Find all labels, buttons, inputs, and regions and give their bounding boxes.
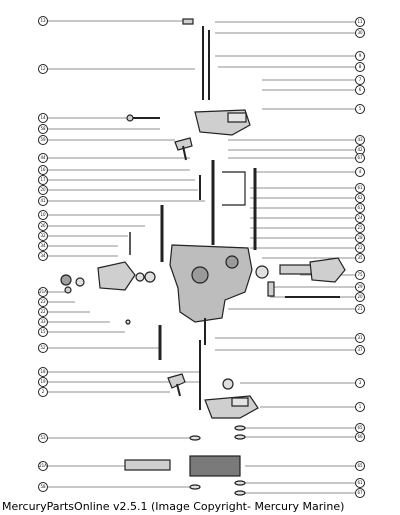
callout-right-5: 7	[355, 75, 365, 85]
callout-right-31: 61	[355, 478, 365, 488]
callout-left-16: 21A	[38, 287, 48, 297]
callout-right-32: 67	[355, 488, 365, 498]
callout-left-18: 22	[38, 307, 48, 317]
callout-left-25: 53	[38, 433, 48, 443]
callout-right-24: 31	[355, 333, 365, 343]
callout-left-19: 33	[38, 317, 48, 327]
callout-left-20: 15	[38, 327, 48, 337]
callout-right-4: 8	[355, 62, 365, 72]
callout-right-10: 67	[355, 153, 365, 163]
callout-right-15: 24	[355, 213, 365, 223]
callout-right-19: 35	[355, 253, 365, 263]
callout-right-1: 11	[355, 17, 365, 27]
callout-left-6: 44	[38, 153, 48, 163]
callout-right-18: 22	[355, 243, 365, 253]
callout-right-26: 3	[355, 378, 365, 388]
callout-right-13: 62	[355, 193, 365, 203]
callout-right-12: 61	[355, 183, 365, 193]
callout-left-3: 14	[38, 113, 48, 123]
callout-right-8: 43	[355, 135, 365, 145]
callout-left-26: 21A	[38, 461, 48, 471]
callout-left-1: 13	[38, 16, 48, 26]
callout-left-24: 2	[38, 387, 48, 397]
callout-left-2: 12	[38, 64, 48, 74]
callout-right-27: 1	[355, 402, 365, 412]
callout-left-22: 18	[38, 367, 48, 377]
callout-left-15: 34	[38, 251, 48, 261]
callout-right-11: 4	[355, 167, 365, 177]
callout-right-14: 61	[355, 203, 365, 213]
callout-left-4: 58	[38, 124, 48, 134]
callout-left-9: 20	[38, 185, 48, 195]
callout-right-16: 25	[355, 223, 365, 233]
callout-right-20: 75	[355, 270, 365, 280]
callout-right-21: 29	[355, 282, 365, 292]
callout-right-7: 5	[355, 104, 365, 114]
callout-left-12: 26	[38, 221, 48, 231]
callout-left-21: 52	[38, 343, 48, 353]
callout-left-17: 23	[38, 297, 48, 307]
callout-left-23: 19	[38, 377, 48, 387]
callout-left-13: 32	[38, 231, 48, 241]
exploded-parts-diagram	[48, 18, 355, 496]
callout-left-11: 10	[38, 210, 48, 220]
callout-right-2: 30	[355, 28, 365, 38]
callout-right-25: 37	[355, 345, 365, 355]
callout-right-6: 6	[355, 85, 365, 95]
callout-left-5: 59	[38, 135, 48, 145]
callout-left-8: 17	[38, 175, 48, 185]
callout-right-30: 65	[355, 461, 365, 471]
copyright-caption: MercuryPartsOnline v2.5.1 (Image Copyrig…	[2, 500, 345, 513]
callout-left-7: 16	[38, 165, 48, 175]
callout-left-27: 58	[38, 482, 48, 492]
callout-left-14: 34	[38, 241, 48, 251]
callout-right-17: 28	[355, 233, 365, 243]
callout-left-10: 41	[38, 196, 48, 206]
callout-right-29: 66	[355, 432, 365, 442]
callout-right-3: 9	[355, 51, 365, 61]
callout-right-23: 21	[355, 304, 365, 314]
callout-right-22: 20	[355, 292, 365, 302]
